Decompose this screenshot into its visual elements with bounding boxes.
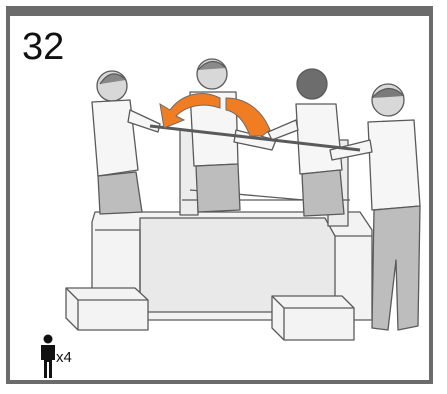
person-icon xyxy=(38,334,58,378)
people-count: x4 xyxy=(56,349,72,366)
person-1 xyxy=(92,71,160,214)
